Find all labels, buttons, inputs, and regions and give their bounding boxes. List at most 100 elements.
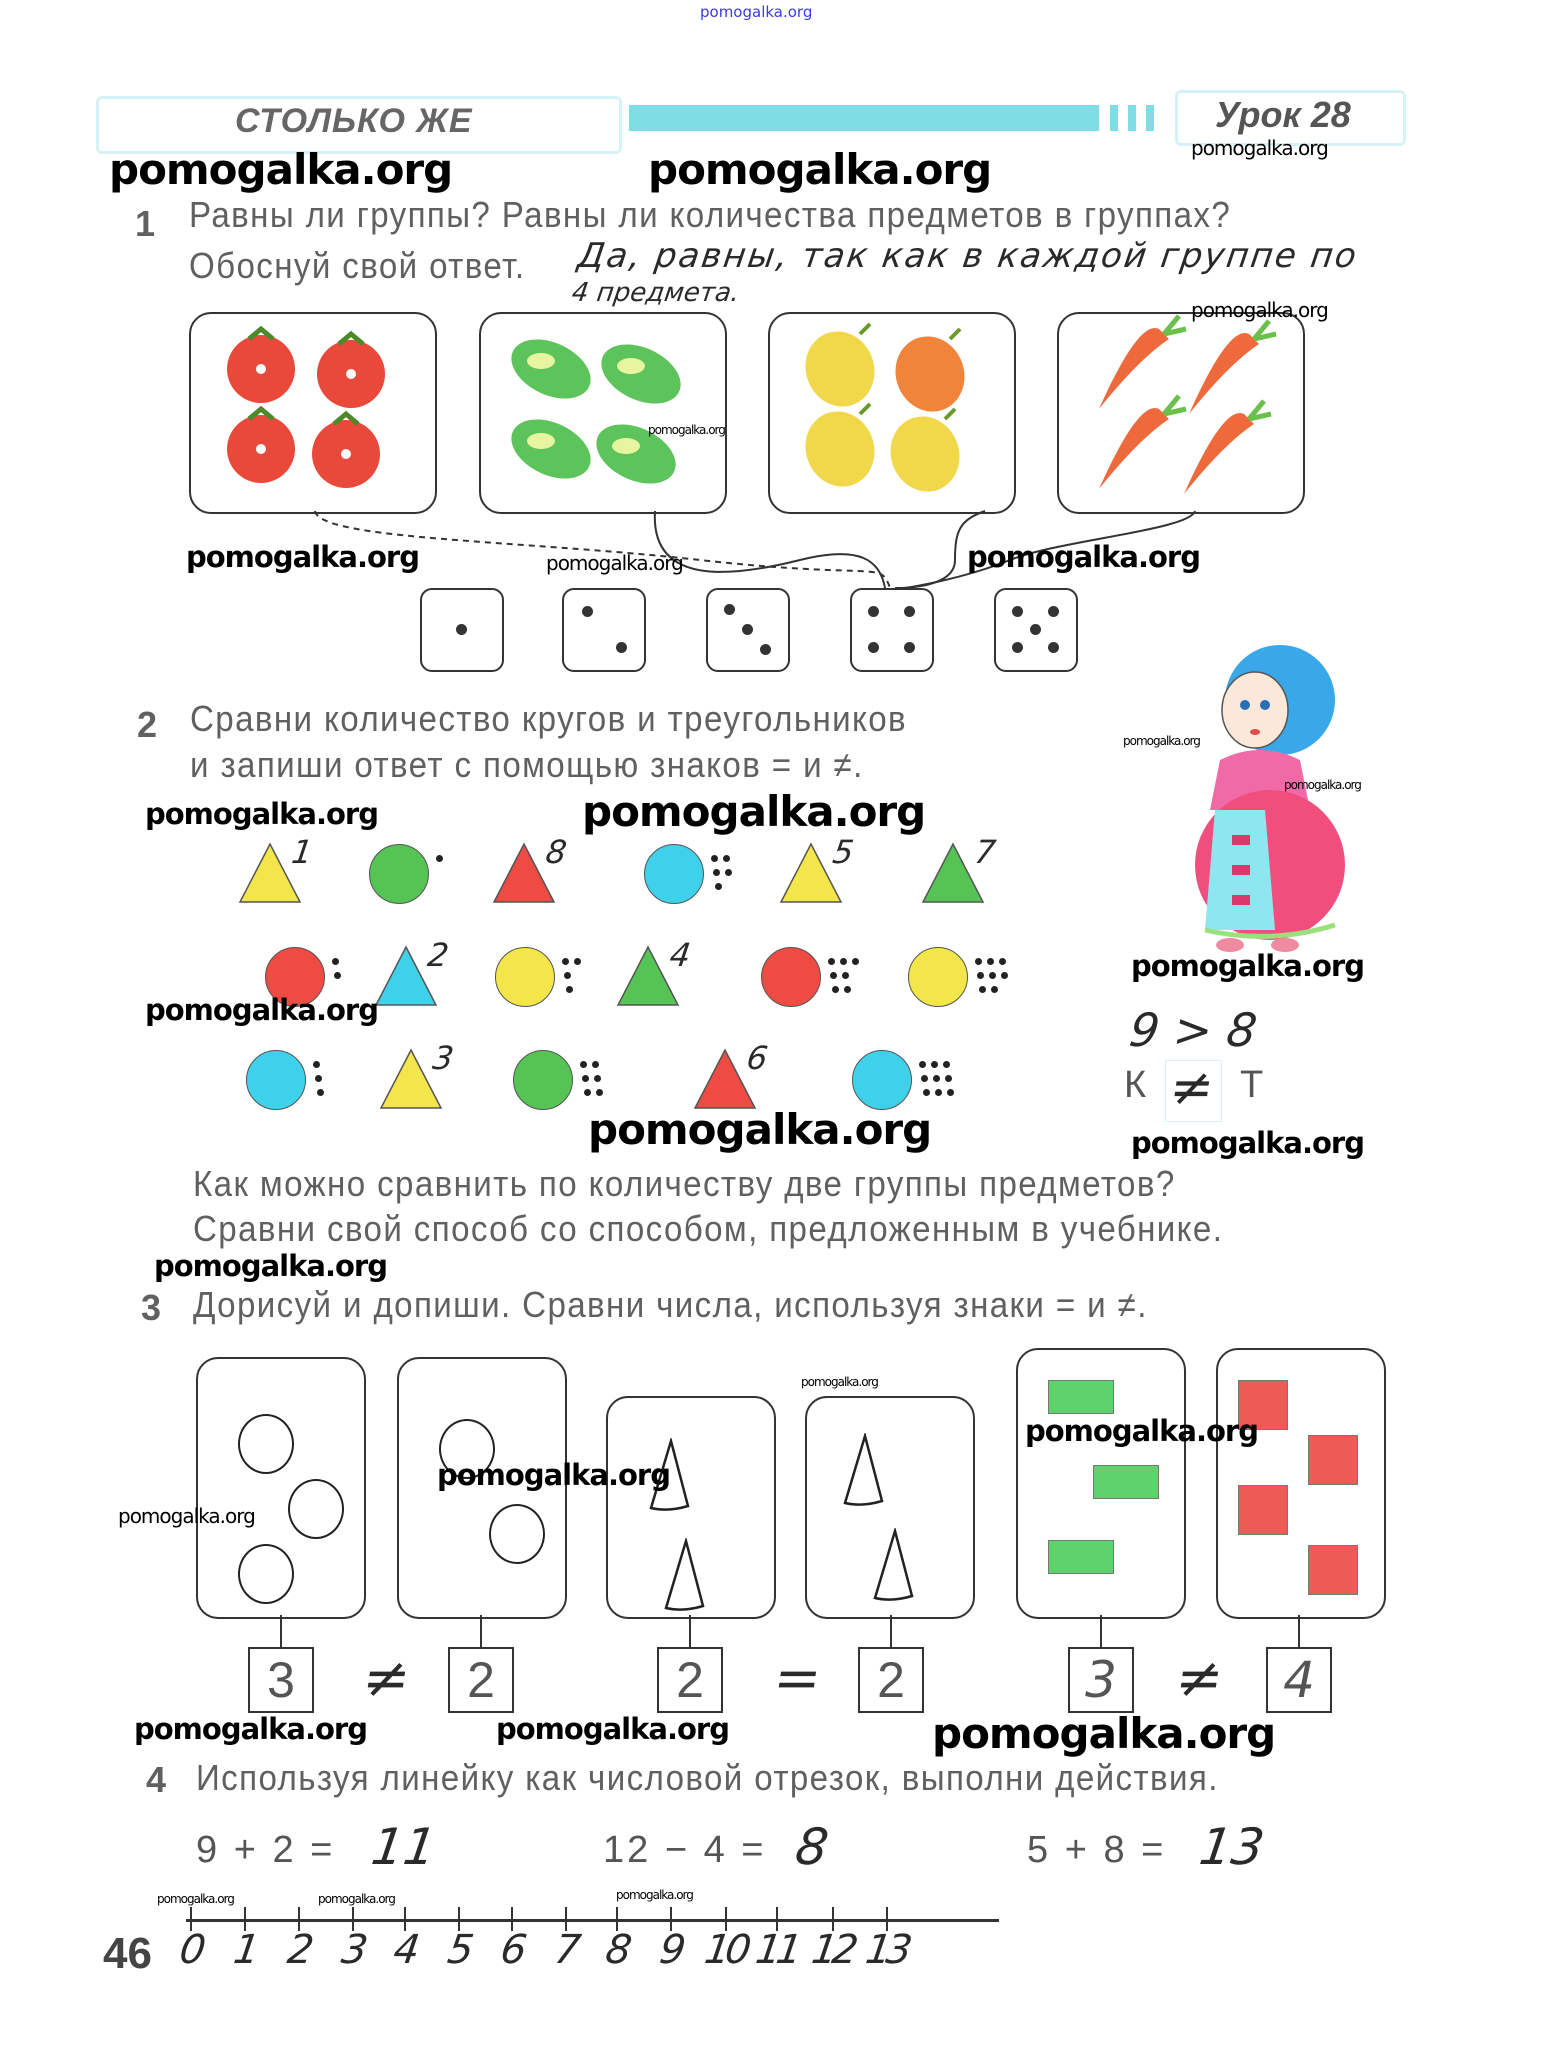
ruler-tick	[511, 1907, 513, 1931]
count-dot	[334, 972, 341, 979]
circle-shape	[246, 1050, 306, 1110]
count-dot	[564, 972, 571, 979]
ruler-tick	[404, 1907, 406, 1931]
count-dot	[725, 869, 732, 876]
task-4-text: Используя линейку как числовой отрезок, …	[196, 1757, 1219, 1798]
ruler-number: 12	[808, 1927, 857, 1973]
equation-answer[interactable]: 11	[367, 1818, 440, 1876]
triangle-number-label: 6	[744, 1039, 771, 1077]
red-square	[1238, 1380, 1288, 1430]
task-2-answer-numbers: 9 > 8	[1126, 1003, 1261, 1057]
die-1[interactable]	[420, 588, 504, 672]
number-box[interactable]: 2	[657, 1647, 723, 1713]
connector-line	[1100, 1615, 1102, 1647]
task-2-letter-triangles: Т	[1240, 1064, 1264, 1106]
die-pip	[1047, 641, 1059, 653]
drawn-triangle	[649, 1438, 690, 1511]
count-dot	[711, 855, 718, 862]
task-2-question-line-1: Как можно сравнить по количеству две гру…	[193, 1163, 1176, 1204]
triangle-shape	[492, 842, 556, 903]
task-1-line-1: Равны ли группы? Равны ли количества пре…	[189, 194, 1232, 235]
drawn-circle	[238, 1544, 294, 1604]
watermark-text: pomogalka.org	[648, 423, 726, 437]
count-dot	[921, 1075, 928, 1082]
ruler-tick	[616, 1907, 618, 1931]
connector-line	[1298, 1615, 1300, 1647]
watermark-text: pomogalka.org	[154, 1249, 388, 1283]
triangle-shape	[379, 1048, 443, 1109]
triangle-number-label: 1	[289, 833, 316, 871]
circle-shape	[761, 947, 821, 1007]
die-pip	[615, 642, 627, 654]
count-dot	[947, 1089, 954, 1096]
ruler-tick	[190, 1907, 192, 1931]
count-dot	[977, 972, 984, 979]
header-lesson-box	[1175, 90, 1406, 146]
number-box[interactable]: 3	[1068, 1647, 1134, 1713]
lesson-number: Урок 28	[1215, 94, 1351, 135]
count-dot	[582, 1075, 589, 1082]
triangle-group-box	[606, 1396, 776, 1619]
count-dot	[317, 1089, 324, 1096]
number-box[interactable]: 3	[248, 1647, 314, 1713]
count-dot	[842, 972, 849, 979]
ruler-tick	[298, 1907, 300, 1931]
watermark-text: pomogalka.org	[1191, 298, 1329, 322]
count-dot	[999, 958, 1006, 965]
count-dot	[844, 986, 851, 993]
die-2[interactable]	[562, 588, 646, 672]
equation-answer[interactable]: 8	[791, 1818, 832, 1876]
task-2-line-2: и запиши ответ с помощью знаков = и ≠.	[190, 744, 864, 785]
die-pip	[903, 641, 915, 653]
triangle-shape	[693, 1048, 757, 1109]
produce-group-box	[479, 312, 727, 514]
count-dot	[828, 958, 835, 965]
watermark-text: pomogalka.org	[1025, 1414, 1259, 1448]
tomato-icon	[227, 325, 385, 488]
triangle-number-label: 4	[667, 936, 694, 974]
task-2-answer-sign[interactable]: ≠	[1165, 1058, 1218, 1118]
ruler-tick	[352, 1907, 354, 1931]
die-4[interactable]	[850, 588, 934, 672]
triangle-number-label: 3	[430, 1039, 457, 1077]
red-square	[1238, 1485, 1288, 1535]
die-pip	[1012, 641, 1024, 653]
girl-illustration	[1195, 645, 1345, 952]
count-dot	[584, 1089, 591, 1096]
number-box[interactable]: 4	[1266, 1647, 1332, 1713]
top-watermark-link[interactable]: pomogalka.org	[700, 3, 813, 21]
die-pip	[1030, 624, 1041, 635]
comparison-sign[interactable]: ≠	[358, 1646, 415, 1711]
comparison-sign[interactable]: =	[769, 1646, 826, 1711]
count-dot	[713, 869, 720, 876]
equation-expression: 12 − 4 =	[603, 1829, 767, 1871]
watermark-text: pomogalka.org	[967, 540, 1201, 574]
triangle-group-box	[805, 1396, 975, 1619]
ruler-number: 11	[752, 1927, 801, 1973]
equation-answer[interactable]: 13	[1195, 1818, 1268, 1876]
watermark-text: pomogalka.org	[109, 145, 453, 194]
circle-group-box	[196, 1357, 366, 1619]
task-1-line-2: Обоснуй свой ответ.	[189, 245, 526, 286]
comparison-sign[interactable]: ≠	[1171, 1646, 1228, 1711]
watermark-text: pomogalka.org	[1191, 136, 1329, 160]
die-5[interactable]	[994, 588, 1078, 672]
count-dot	[975, 958, 982, 965]
number-box[interactable]: 2	[858, 1647, 924, 1713]
ruler-number: 2	[284, 1927, 312, 1973]
triangle-shape	[616, 945, 680, 1006]
ruler-tick	[458, 1907, 460, 1931]
task-1-number: 1	[135, 203, 156, 244]
number-box[interactable]: 2	[448, 1647, 514, 1713]
watermark-text: pomogalka.org	[648, 145, 992, 194]
ruler-number: 10	[701, 1927, 750, 1973]
watermark-text: pomogalka.org	[1131, 949, 1365, 983]
count-dot	[580, 1061, 587, 1068]
count-dot	[830, 972, 837, 979]
triangle-number-label: 8	[543, 833, 570, 871]
count-dot	[594, 1075, 601, 1082]
triangle-shape	[779, 842, 843, 903]
ruler-number: 13	[862, 1927, 911, 1973]
die-3[interactable]	[706, 588, 790, 672]
